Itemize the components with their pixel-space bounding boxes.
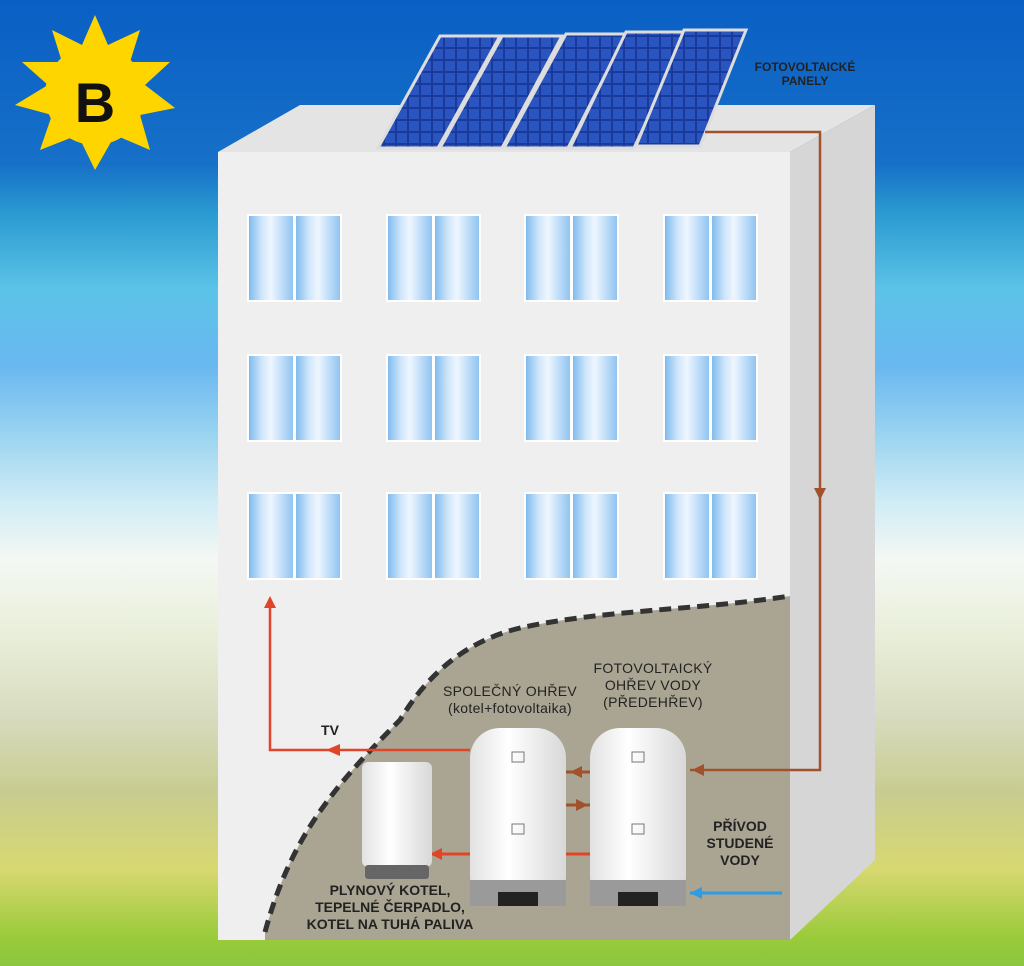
label-hot-water: TV xyxy=(321,722,339,738)
label-pv-panels: FOTOVOLTAICKÉ PANELY xyxy=(730,60,880,89)
window-pane xyxy=(571,214,619,302)
label-line: VODY xyxy=(720,851,760,868)
label-cold-water-supply: PŘÍVOD STUDENÉ VODY xyxy=(690,818,790,868)
label-line: PLYNOVÝ KOTEL, xyxy=(329,882,451,898)
boiler-unit xyxy=(362,762,432,879)
label-shared-heating: SPOLEČNÝ OHŘEV (kotel+fotovoltaika) xyxy=(420,683,600,717)
label-line: SPOLEČNÝ OHŘEV xyxy=(442,683,578,699)
pv-cable-arrow-down xyxy=(814,488,826,500)
boiler-pipe-arrow xyxy=(430,848,442,860)
window-pane xyxy=(247,492,295,580)
window-pane xyxy=(386,492,434,580)
sun-letter: B xyxy=(75,71,115,134)
cutaway-edge xyxy=(262,593,791,933)
pv-preheating-tank xyxy=(590,728,686,906)
label-line: STUDENÉ xyxy=(706,834,774,851)
window-pane xyxy=(294,492,342,580)
tank-link-mid-arrow xyxy=(576,799,588,811)
window-pane xyxy=(433,492,481,580)
window-pane xyxy=(524,354,572,442)
label-line: FOTOVOLTAICKÝ xyxy=(593,660,713,676)
label-line: OHŘEV VODY xyxy=(604,676,702,693)
window-pane xyxy=(524,492,572,580)
label-line: PANELY xyxy=(781,74,829,89)
hot-water-arrow-up xyxy=(264,596,276,608)
label-heat-sources: PLYNOVÝ KOTEL, TEPELNÉ ČERPADLO, KOTEL N… xyxy=(290,882,490,932)
pv-cable xyxy=(690,130,822,772)
window-pane xyxy=(710,492,758,580)
window-pane xyxy=(386,214,434,302)
window-pane xyxy=(571,492,619,580)
window-pane xyxy=(571,354,619,442)
window-pane xyxy=(247,214,295,302)
solar-panels xyxy=(375,28,749,150)
label-line: (kotel+fotovoltaika) xyxy=(448,699,572,716)
window-pane xyxy=(663,492,711,580)
label-line: TEPELNÉ ČERPADLO, xyxy=(315,898,465,915)
window-pane xyxy=(294,354,342,442)
windows xyxy=(247,214,758,580)
cold-water-arrow xyxy=(690,887,702,899)
window-pane xyxy=(663,354,711,442)
label-line: (PŘEDEHŘEV) xyxy=(603,693,703,710)
window-pane xyxy=(710,214,758,302)
sun-icon xyxy=(15,15,175,170)
shared-heating-tank xyxy=(470,728,566,906)
window-pane xyxy=(433,354,481,442)
window-pane xyxy=(247,354,295,442)
window-pane xyxy=(663,214,711,302)
label-line: PŘÍVOD xyxy=(713,818,767,834)
window-pane xyxy=(294,214,342,302)
window-pane xyxy=(433,214,481,302)
building-side xyxy=(790,105,875,940)
label-line: FOTOVOLTAICKÉ xyxy=(754,60,856,74)
tank-link-top-arrow xyxy=(570,766,582,778)
window-pane xyxy=(524,214,572,302)
hot-water-pipe xyxy=(268,605,470,752)
hot-water-arrow-left xyxy=(326,744,340,756)
pv-cable-arrow-left xyxy=(692,764,704,776)
label-pv-water-heating: FOTOVOLTAICKÝ OHŘEV VODY (PŘEDEHŘEV) xyxy=(578,660,728,710)
window-pane xyxy=(710,354,758,442)
window-pane xyxy=(386,354,434,442)
label-line: KOTEL NA TUHÁ PALIVA xyxy=(306,915,474,932)
